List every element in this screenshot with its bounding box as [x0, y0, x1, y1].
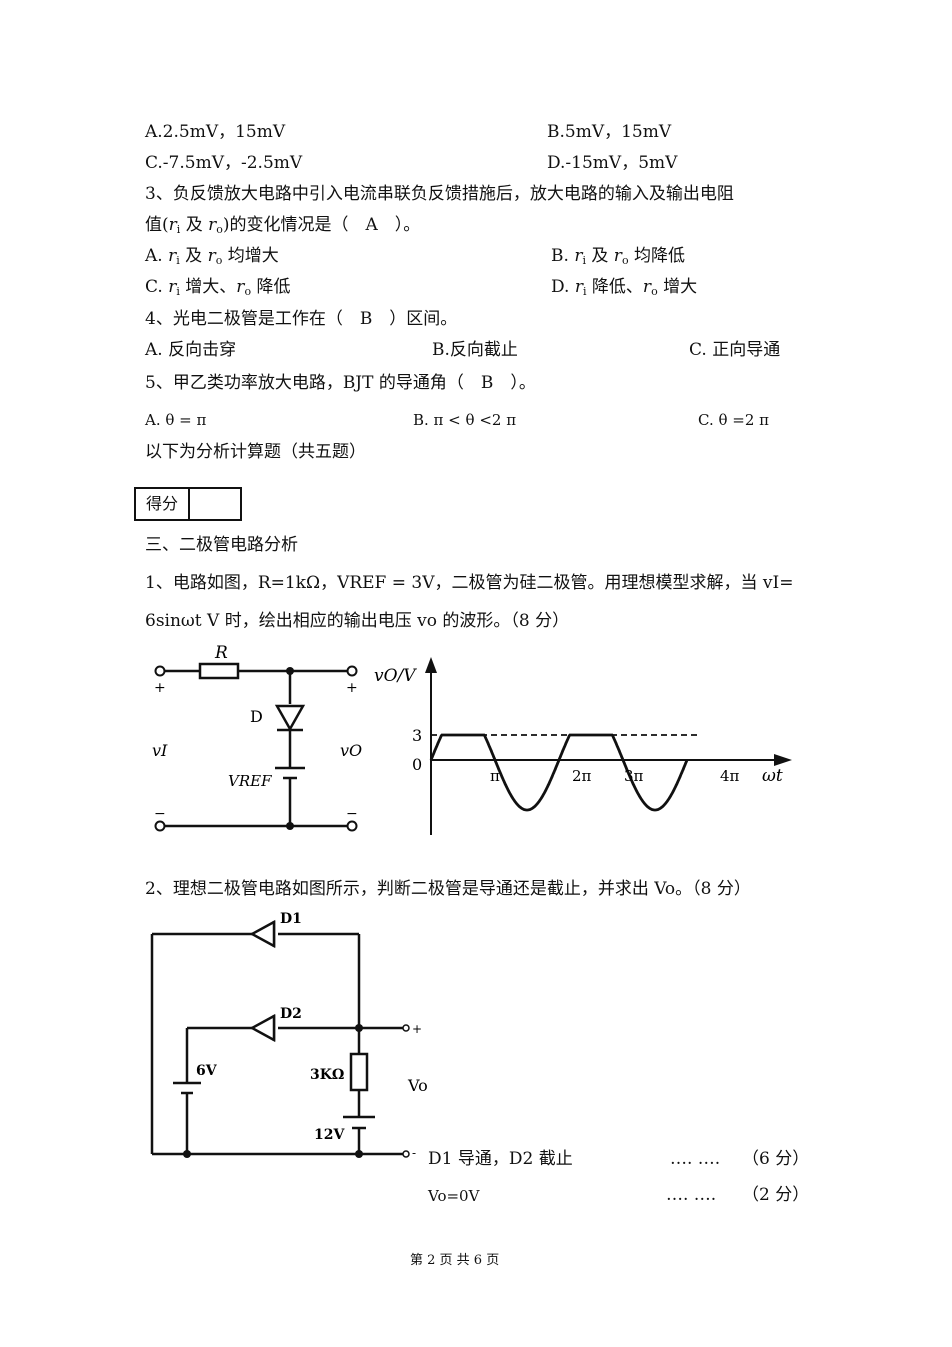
- score-value-cell: [190, 489, 240, 519]
- d1-label: D1: [280, 911, 302, 927]
- x-tick-4pi: 4π: [720, 767, 740, 785]
- problem-1-line1: 1、电路如图，R=1kΩ，VREF = 3V，二极管为硅二极管。用理想模型求解，…: [145, 573, 794, 593]
- y-tick-3: 3: [412, 726, 422, 745]
- q5-option-c: C. θ =2 π: [698, 411, 770, 429]
- x-axis-label: ωt: [762, 766, 783, 786]
- q4-option-c: C. 正向导通: [689, 340, 781, 360]
- vo-minus: −: [346, 806, 358, 822]
- x-tick-3pi: 3π: [624, 767, 644, 785]
- resistor-label: R: [214, 643, 228, 663]
- option-a: A.2.5mV，15mV: [145, 122, 286, 142]
- x-tick-2pi: 2π: [572, 767, 592, 785]
- y-axis-label: vO/V: [374, 666, 417, 686]
- vo-minus: -: [412, 1146, 416, 1160]
- problem-1-line2: 6sinωt V 时，绘出相应的输出电压 vo 的波形。（8 分）: [145, 611, 570, 631]
- analysis-intro: 以下为分析计算题（共五题）: [145, 442, 366, 462]
- vo-label: vO: [340, 741, 362, 760]
- vi-plus: +: [154, 680, 166, 696]
- waveform-plot: vO/V ωt 3 0 π 2π 3π 4π: [374, 657, 792, 835]
- answer-points-1: （6 分）: [742, 1149, 810, 1169]
- problem-2: 2、理想二极管电路如图所示，判断二极管是导通还是截止，并求出 Vo。（8 分）: [145, 879, 751, 899]
- vi-label: vI: [152, 741, 168, 760]
- q4-option-b: B.反向截止: [432, 340, 518, 360]
- q5-option-b: B. π < θ <2 π: [413, 411, 517, 429]
- output-waveform: [429, 733, 689, 812]
- question-5: 5、甲乙类功率放大电路，BJT 的导通角（ B ）。: [145, 373, 536, 393]
- source-6v-label: 6V: [196, 1063, 218, 1079]
- answer-vo: Vo=0V: [428, 1187, 480, 1205]
- answer-dots-1: …. ….: [670, 1149, 721, 1169]
- resistor-3k-label: 3KΩ: [310, 1067, 344, 1083]
- score-label: 得分: [136, 489, 190, 519]
- vref-label: VREF: [228, 772, 272, 790]
- q3-option-a: A. ri 及 ro 均增大: [145, 246, 279, 267]
- q3-option-c: C. ri 增大、ro 降低: [145, 277, 291, 298]
- answer-diode-states: D1 导通，D2 截止: [428, 1149, 573, 1169]
- section-3-title: 三、二极管电路分析: [145, 535, 298, 555]
- diode-label: D: [250, 707, 263, 726]
- vo-plus: +: [412, 1022, 422, 1036]
- q4-option-a: A. 反向击穿: [145, 340, 237, 360]
- vo-plus: +: [346, 680, 358, 696]
- vi-minus: −: [154, 806, 166, 822]
- source-12v-label: 12V: [314, 1127, 345, 1143]
- y-tick-0: 0: [412, 755, 422, 774]
- score-box: 得分: [134, 487, 242, 521]
- q3-option-b: B. ri 及 ro 均降低: [551, 246, 685, 267]
- option-d: D.-15mV，5mV: [547, 153, 678, 173]
- page-footer: 第 2 页 共 6 页: [410, 1253, 500, 1268]
- question-3-line2: 值(ri 及 ro)的变化情况是（ A ）。: [145, 215, 421, 236]
- circuit-2-diagram: D1 D2 6V 3KΩ 12V + - Vo: [150, 911, 428, 1160]
- answer-points-2: （2 分）: [742, 1185, 810, 1205]
- q3-option-d: D. ri 降低、ro 增大: [551, 277, 698, 298]
- question-3-line1: 3、负反馈放大电路中引入电流串联负反馈措施后，放大电路的输入及输出电阻: [145, 184, 734, 204]
- x-tick-pi: π: [490, 767, 500, 785]
- question-4: 4、光电二极管是工作在（ B ）区间。: [145, 309, 458, 329]
- circuit-1-diagram: R D + + − − vI vO VREF: [152, 643, 362, 832]
- option-b: B.5mV，15mV: [547, 122, 672, 142]
- vo-label: Vo: [407, 1076, 428, 1095]
- q5-option-a: A. θ = π: [145, 411, 207, 429]
- d2-label: D2: [280, 1006, 302, 1022]
- answer-dots-2: …. ….: [666, 1185, 717, 1205]
- option-c: C.-7.5mV，-2.5mV: [145, 153, 303, 173]
